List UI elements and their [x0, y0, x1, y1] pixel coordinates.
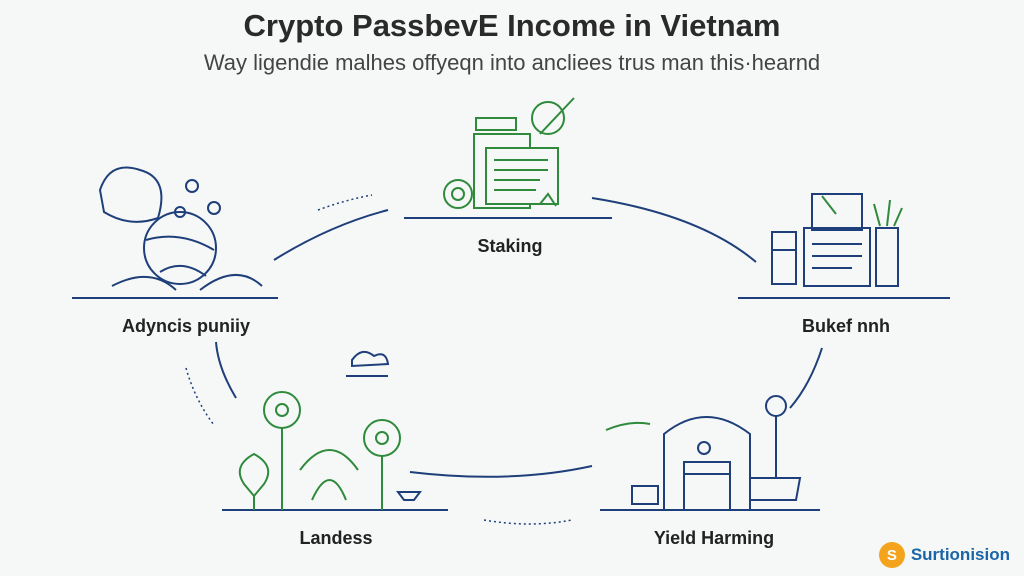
bowl-icon: [396, 491, 422, 501]
document-tab-icon: [475, 117, 517, 131]
dotted-arcs: [185, 194, 573, 525]
cloud-icon: [351, 350, 390, 368]
dollar-coin-icon: [531, 101, 565, 135]
bukef-illustration: [771, 193, 903, 287]
brand-name: Surtionision: [910, 545, 1010, 564]
flower-icon: [363, 419, 401, 457]
monitor-icon: [811, 193, 863, 231]
dollar-icon: [185, 179, 199, 193]
arc-adyncis-landess: [215, 341, 237, 399]
arc-landess-yield: [409, 465, 593, 478]
staking-illustration: [443, 97, 575, 209]
landess-illustration: [238, 350, 422, 510]
crate-icon: [631, 485, 659, 505]
arc-staking-bukef: [591, 197, 757, 263]
sunflower-icon: [263, 391, 301, 429]
barn-icon: [663, 416, 751, 510]
globe-icon: [143, 211, 217, 285]
arc-adyncis-staking: [273, 209, 389, 261]
brand-watermark: S Surtionision: [878, 542, 1010, 568]
node-label-bukef: Bukef nnh: [802, 316, 890, 336]
arc-bukef-yield: [789, 347, 823, 409]
leaf-tree-icon: [238, 452, 270, 498]
ground-lines: [72, 217, 950, 511]
connector-arcs: [215, 197, 823, 478]
adyncis-illustration: [98, 166, 263, 291]
brand-logo-icon: S: [878, 542, 905, 568]
page-subtitle: Way ligendie malhes offyeqn into ancliee…: [203, 50, 821, 75]
node-label-adyncis: Adyncis puniiy: [121, 316, 251, 336]
dollar-sign-icon: [765, 395, 787, 417]
node-label-landess: Landess: [299, 528, 373, 548]
watering-icon: [605, 421, 651, 431]
cabinet-icon: [771, 231, 797, 285]
yield-illustration: [605, 395, 802, 511]
sprout-icon: [539, 192, 557, 207]
node-label-staking: Staking: [477, 236, 543, 256]
coin-icon: [443, 179, 473, 209]
plant-pot-icon: [875, 227, 899, 287]
hand-icon: [98, 166, 163, 223]
node-label-yield: Yield Harming: [653, 528, 775, 548]
trough-icon: [750, 477, 802, 501]
page-title: Crypto PassbevE Income in Vietnam: [243, 8, 781, 43]
